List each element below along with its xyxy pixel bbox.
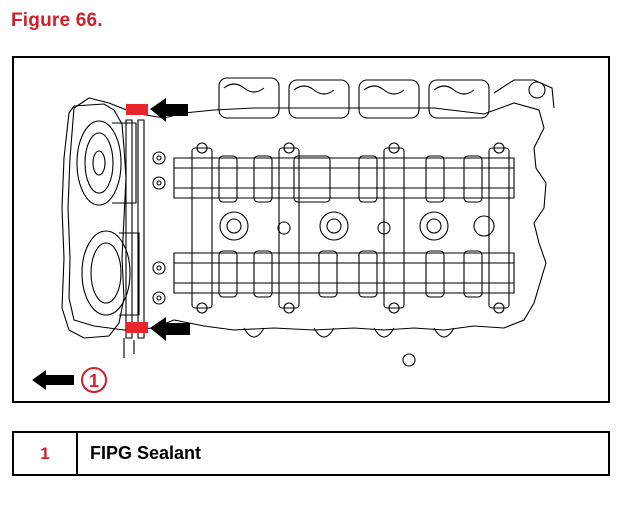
callout-number: 1 [89, 371, 99, 391]
callout-circle [81, 367, 107, 393]
diagram-frame: 1 [12, 56, 610, 403]
sealant-mark-upper [126, 104, 148, 115]
engine-diagram: 1 [32, 77, 555, 393]
callout-arrow [32, 370, 74, 390]
legend-description: FIPG Sealant [90, 443, 202, 463]
legend-table: 1 FIPG Sealant [12, 431, 610, 476]
sealant-mark-lower [126, 322, 148, 333]
pointer-arrow-upper [150, 98, 188, 122]
pointer-arrow-lower [150, 317, 190, 341]
legend-number: 1 [14, 433, 78, 474]
figure-title: Figure 66. [11, 10, 103, 31]
